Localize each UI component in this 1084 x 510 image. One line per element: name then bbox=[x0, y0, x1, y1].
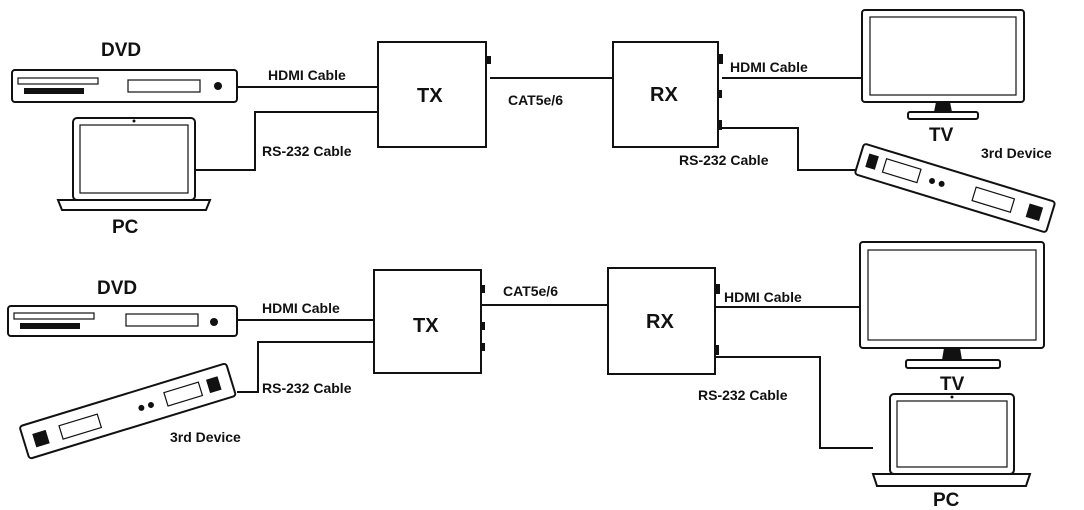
top-rx-hdmi-label: HDMI Cable bbox=[730, 59, 808, 75]
bottom-dvd-label: DVD bbox=[97, 278, 137, 299]
bottom-device-rs232-wire bbox=[237, 341, 374, 393]
top-rx-rs232-wire bbox=[722, 127, 857, 171]
top-tx-rs232-label: RS-232 Cable bbox=[262, 143, 352, 159]
third-device-icon bbox=[854, 143, 1056, 233]
top-cat-label: CAT5e/6 bbox=[508, 92, 563, 108]
bottom-tx-hdmi-label: HDMI Cable bbox=[262, 300, 340, 316]
bottom-rx-label: RX bbox=[646, 311, 674, 333]
top-dvd-label: DVD bbox=[101, 40, 141, 61]
top-third-device-label: 3rd Device bbox=[981, 145, 1052, 161]
bottom-tv-label: TV bbox=[940, 374, 965, 395]
bottom-rx-rs232-label: RS-232 Cable bbox=[698, 387, 788, 403]
bottom-pc-label: PC bbox=[933, 490, 960, 510]
top-tx-label: TX bbox=[417, 85, 443, 107]
tx-box-icon bbox=[373, 269, 485, 374]
bottom-cat-label: CAT5e/6 bbox=[503, 283, 558, 299]
top-tv-label: TV bbox=[929, 125, 954, 146]
bottom-rx-hdmi-label: HDMI Cable bbox=[724, 289, 802, 305]
third-device-icon bbox=[19, 362, 237, 460]
dvd-player-icon bbox=[11, 69, 238, 103]
bottom-tx-label: TX bbox=[413, 315, 439, 337]
tx-box-icon bbox=[377, 41, 491, 148]
top-tx-hdmi-label: HDMI Cable bbox=[268, 67, 346, 83]
tv-icon bbox=[861, 9, 1025, 120]
rx-box-icon bbox=[612, 41, 723, 148]
dvd-player-icon bbox=[7, 305, 238, 337]
laptop-icon bbox=[56, 117, 212, 211]
tv-icon bbox=[859, 241, 1045, 369]
laptop-icon bbox=[871, 393, 1032, 487]
bottom-tx-rs232-label: RS-232 Cable bbox=[262, 380, 352, 396]
top-rx-rs232-label: RS-232 Cable bbox=[679, 152, 769, 168]
rx-box-icon bbox=[607, 267, 720, 375]
top-pc-rs232-wire bbox=[195, 111, 378, 171]
bottom-diagram: DVD HDMI Cable RS-232 Cable 3rd Device T… bbox=[7, 241, 1045, 510]
bottom-third-device-label: 3rd Device bbox=[170, 429, 241, 445]
bottom-rx-rs232-wire bbox=[715, 356, 873, 449]
top-pc-label: PC bbox=[112, 217, 139, 238]
top-rx-label: RX bbox=[650, 84, 678, 106]
top-diagram: DVD PC HDMI Cable RS-232 Cable TX CAT5e/… bbox=[11, 9, 1056, 238]
